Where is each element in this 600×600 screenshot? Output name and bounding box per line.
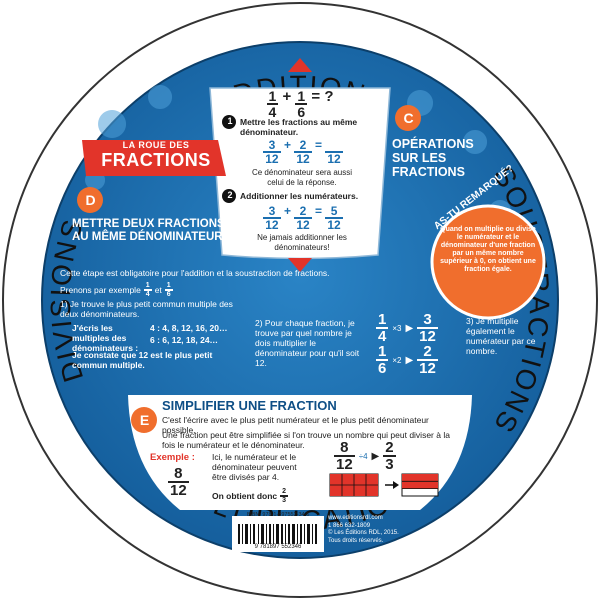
s2-b-den: 12: [294, 217, 312, 232]
conv2-to-n: 2: [423, 343, 432, 360]
s1-a-den: 12: [263, 151, 281, 166]
s1-op: +: [283, 138, 291, 152]
title-line1: LA ROUE DES: [122, 140, 190, 150]
ex-result-n: 2: [282, 488, 287, 495]
section-d-title: METTRE DEUX FRACTIONS AU MÊME DÉNOMINATE…: [72, 218, 225, 243]
simp-from-d: 12: [334, 455, 355, 473]
example-label: Prenons par exemple: [60, 285, 141, 295]
publisher-info: www.editionsrdl.com 1 866 632-1809 © Les…: [328, 515, 408, 545]
eq-a-den: 4: [266, 103, 279, 120]
section-d-step1: 1) Je trouve le plus petit commun multip…: [60, 299, 233, 319]
section-e-title: SIMPLIFIER UNE FRACTION: [162, 398, 337, 413]
lcm-statement: Je constate que 12 est le plus petit com…: [72, 350, 213, 370]
section-d-letter: D: [85, 192, 96, 208]
conv2-to-d: 12: [417, 359, 438, 377]
simp-to-d: 3: [383, 455, 396, 473]
conv2-from-n: 1: [378, 343, 387, 360]
s2-a-den: 12: [263, 217, 281, 232]
ex-and: et: [154, 285, 162, 295]
step1-note: Ce dénominateur sera aussi celui de la r…: [251, 168, 353, 187]
fraction-grid-illustration: [329, 473, 439, 497]
s2-r-num: 5: [330, 204, 338, 218]
section-c-title: OPÉRATIONS SUR LES FRACTIONS: [392, 137, 474, 179]
section-e-letter: E: [139, 412, 150, 428]
publisher-web: www.editionsrdl.com: [328, 515, 383, 521]
s1-b-num: 2: [299, 138, 307, 152]
s1-a-num: 3: [268, 138, 276, 152]
ex-result-d: 3: [280, 495, 289, 504]
ex-f1-d: 4: [143, 289, 152, 298]
step2-number: 2: [227, 190, 233, 200]
s1-eq: =: [315, 138, 323, 152]
conv1-from-n: 1: [378, 311, 387, 328]
s1-b-den: 12: [294, 151, 312, 166]
publisher-rights: Tous droits réservés.: [328, 537, 384, 544]
barcode: [238, 524, 317, 544]
section-e-definition: C'est l'écrire avec le plus petit numéra…: [162, 415, 429, 435]
section-d-step2: 2) Pour chaque fraction, je trouve par q…: [255, 318, 360, 368]
s2-b-num: 2: [299, 204, 307, 218]
section-d-intro: Cette étape est obligatoire pour l'addit…: [60, 268, 330, 278]
section-c-letter: C: [403, 110, 414, 126]
remarque-text: Quand on multiplie ou divise le numérate…: [440, 226, 536, 273]
step2-text: Additionner les numérateurs.: [240, 191, 359, 201]
s1-r-den: 12: [325, 151, 343, 166]
conv1-mult: ×3: [392, 323, 402, 333]
simp-from-n: 8: [340, 439, 349, 456]
eq-b-den: 6: [295, 103, 308, 120]
eq-b-num: 1: [297, 88, 306, 104]
section-e-rule: Une fraction peut être simplifiée si l'o…: [162, 430, 450, 450]
multiples-label: J'écris les multiples des dénominateurs …: [72, 323, 139, 353]
ex-frac-d: 12: [168, 481, 189, 499]
result-label: On obtient donc: [212, 491, 278, 501]
ex-f2-n: 1: [166, 282, 171, 289]
eq-tail: = ?: [311, 88, 334, 105]
multiples-of-4: 4 : 4, 8, 12, 16, 20…: [150, 323, 228, 333]
s2-eq: =: [315, 204, 323, 218]
arrow-right-icon: ▶: [405, 354, 414, 366]
eq-op: +: [282, 88, 292, 105]
section-d-step3: 3) Je multiplie également le numérateur …: [466, 316, 536, 356]
publisher-copyright: © Les Éditions RDL, 2015.: [328, 530, 399, 536]
publisher-phone: 1 866 632-1809: [328, 522, 371, 529]
simp-div: ÷4: [358, 451, 368, 461]
step2-note: Ne jamais additionner les dénominateurs!: [257, 233, 347, 252]
ex-f2-d: 6: [164, 289, 173, 298]
title-banner: LA ROUE DES FRACTIONS: [94, 140, 218, 170]
s2-r-den: 12: [325, 217, 343, 232]
conv1-to-n: 3: [423, 311, 432, 328]
barcode-digits: 9 781897 552346: [254, 544, 302, 550]
ex-f1-n: 1: [145, 282, 150, 289]
conv2-from-d: 6: [376, 359, 389, 377]
arrow-right-icon: ▶: [371, 450, 380, 462]
conv2-mult: ×2: [392, 355, 402, 365]
s2-op: +: [283, 204, 291, 218]
s2-a-num: 3: [268, 204, 276, 218]
multiples-of-6: 6 : 6, 12, 18, 24…: [150, 335, 219, 345]
step1-text: Mettre les fractions au même dénominateu…: [240, 117, 358, 137]
conv1-from-d: 4: [376, 327, 389, 345]
title-line2: FRACTIONS: [101, 150, 211, 170]
isbn: ISBN: 978-1-897552-34-6: [246, 512, 310, 518]
arrow-right-icon: ▶: [405, 322, 414, 334]
eq-a-num: 1: [268, 88, 277, 104]
example-label-e: Exemple :: [150, 452, 195, 463]
step1-number: 1: [227, 116, 233, 126]
example-explanation: Ici, le numérateur et le dénominateur pe…: [212, 452, 297, 482]
simp-to-n: 2: [385, 439, 394, 456]
ex-frac-n: 8: [174, 465, 183, 482]
conv1-to-d: 12: [417, 327, 438, 345]
